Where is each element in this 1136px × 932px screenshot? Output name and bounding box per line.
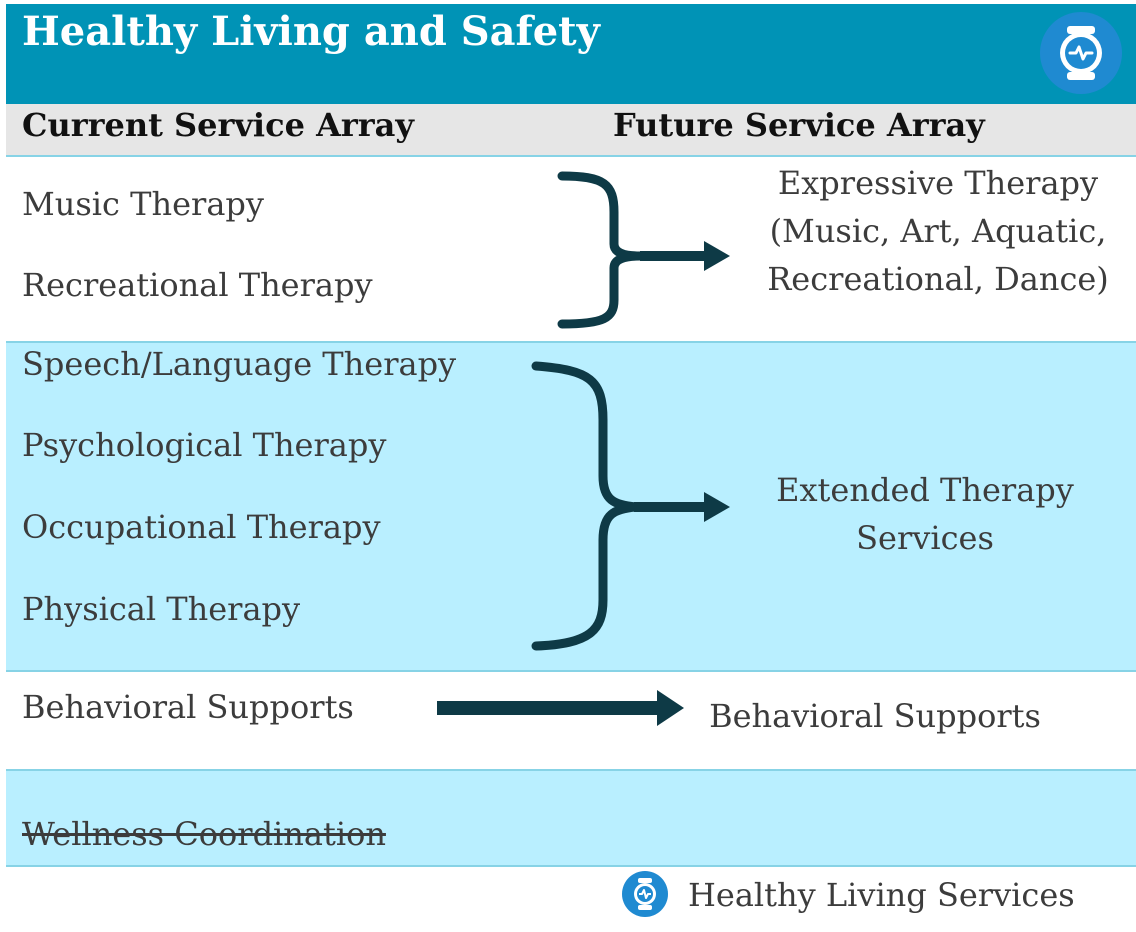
- bracket-icon: [531, 361, 637, 651]
- page-title: Healthy Living and Safety: [22, 8, 600, 55]
- row-divider: [6, 341, 1136, 343]
- future-service-block: Expressive Therapy (Music, Art, Aquatic,…: [740, 159, 1136, 303]
- arrow-shaft: [634, 502, 706, 512]
- current-service-item: Physical Therapy: [22, 590, 301, 628]
- future-service-line: (Music, Art, Aquatic,: [769, 212, 1107, 250]
- heart-monitor-icon: [1040, 12, 1122, 94]
- arrow-right-icon: [704, 492, 730, 522]
- current-service-item: Recreational Therapy: [22, 266, 373, 304]
- future-service-line: Services: [856, 519, 994, 557]
- arrow-shaft: [640, 251, 706, 261]
- footer-label: Healthy Living Services: [688, 876, 1075, 914]
- row-behavioral: [6, 671, 1136, 770]
- future-service-block: Extended Therapy Services: [760, 466, 1090, 562]
- title-bar: [6, 4, 1136, 104]
- discontinued-service-item: Wellness Coordination: [22, 815, 386, 853]
- future-service-line: Recreational, Dance): [767, 260, 1109, 298]
- column-header-row: [6, 104, 1136, 156]
- arrow-right-icon: [704, 241, 730, 271]
- column-header-current: Current Service Array: [22, 106, 414, 144]
- current-service-item: Psychological Therapy: [22, 426, 387, 464]
- row-divider: [6, 769, 1136, 771]
- row-divider: [6, 670, 1136, 672]
- future-service-line: Extended Therapy: [776, 471, 1074, 509]
- arrow-right-icon: [657, 690, 684, 726]
- row-divider: [6, 865, 1136, 867]
- row-expressive: [6, 156, 1136, 342]
- current-service-item: Music Therapy: [22, 185, 264, 223]
- row-wellness: [6, 770, 1136, 866]
- bracket-icon: [557, 171, 641, 329]
- current-service-item: Speech/Language Therapy: [22, 345, 457, 383]
- current-service-item: Behavioral Supports: [22, 688, 354, 726]
- arrow-shaft: [437, 701, 659, 715]
- row-extended: [6, 342, 1136, 671]
- column-header-future: Future Service Array: [613, 106, 985, 144]
- future-service-line: Expressive Therapy: [777, 164, 1099, 202]
- row-divider: [6, 155, 1136, 157]
- row-footer: [6, 866, 1136, 932]
- current-service-item: Occupational Therapy: [22, 508, 381, 546]
- heart-monitor-icon: [622, 871, 668, 917]
- future-service-line: Behavioral Supports: [709, 697, 1041, 735]
